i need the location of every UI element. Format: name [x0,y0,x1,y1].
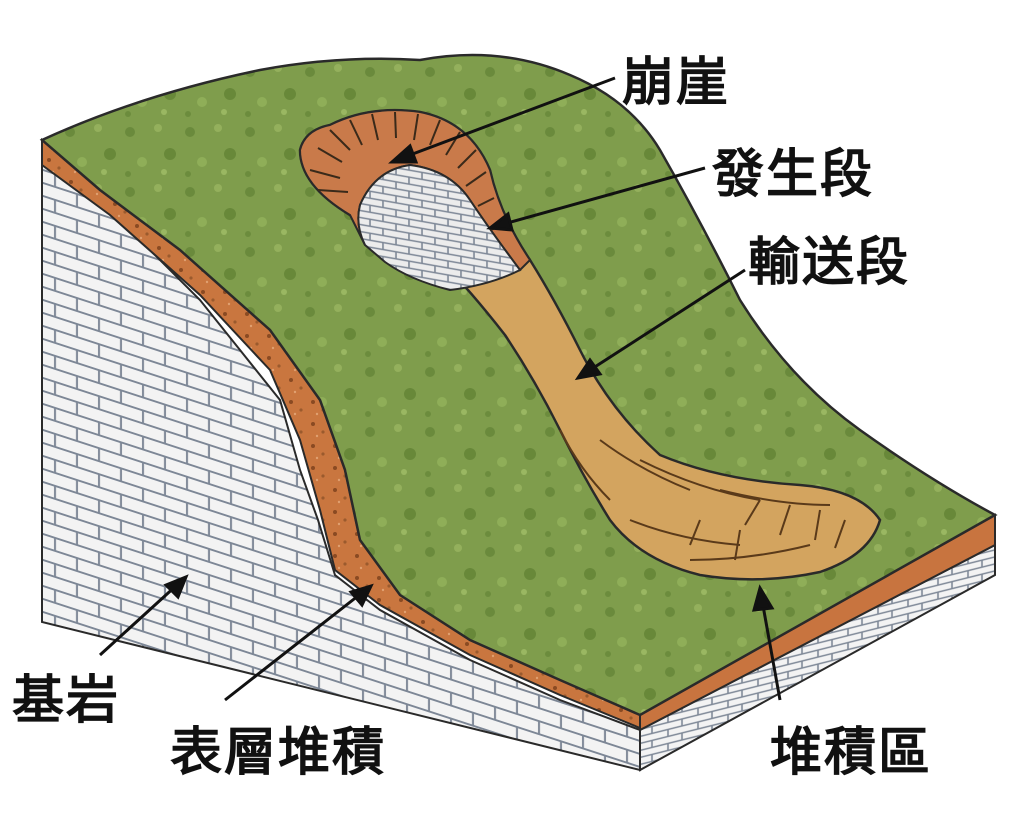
label-source-zone: 發生段 [711,145,874,205]
label-bedrock: 基岩 [12,671,120,731]
label-surface-deposit: 表層堆積 [170,723,386,783]
label-scarp: 崩崖 [622,53,730,113]
label-transport-zone: 輸送段 [748,233,910,293]
label-deposition-zone: 堆積區 [770,723,932,783]
